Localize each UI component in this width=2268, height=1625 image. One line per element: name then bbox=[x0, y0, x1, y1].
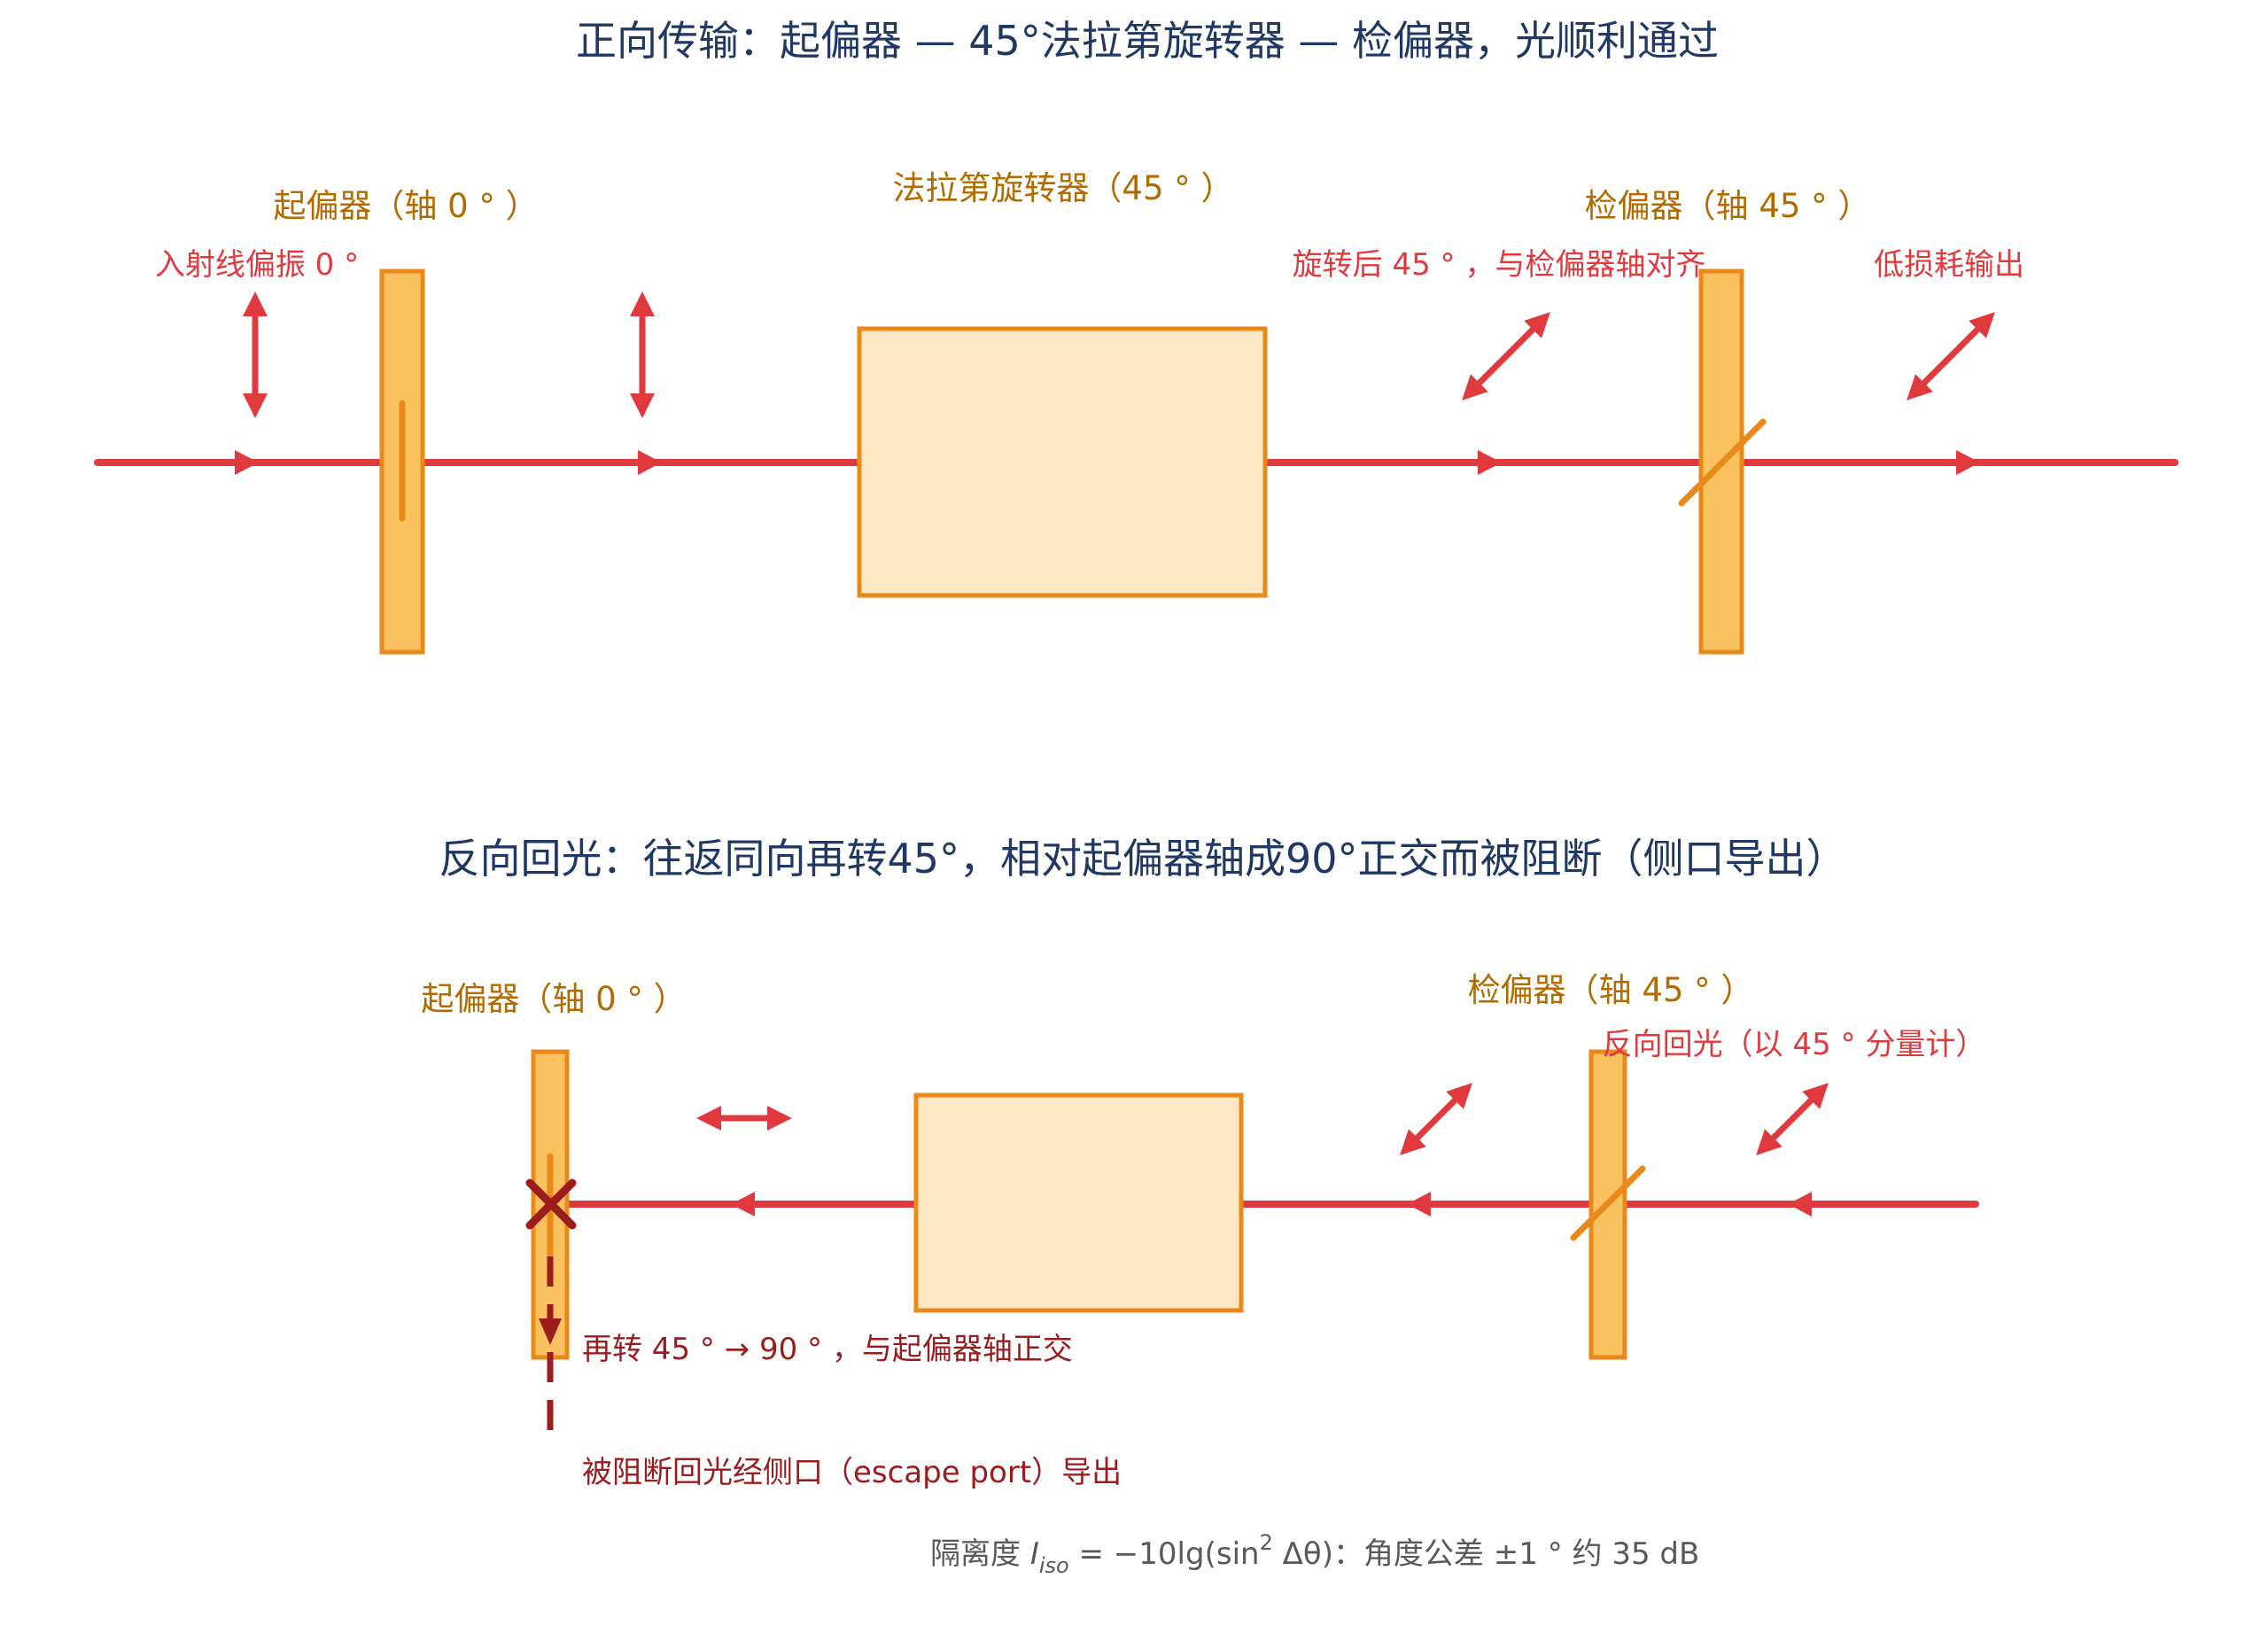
faraday-rotator-label: 法拉第旋转器（45 ° ） bbox=[892, 169, 1233, 207]
backward-title: 反向回光：往返同向再转45°，相对起偏器轴成90°正交而被阻断（侧口导出） bbox=[439, 835, 1846, 882]
rotated-polarization-note: 旋转后 45 ° ，与检偏器轴对齐 bbox=[1293, 247, 1706, 283]
rotate-orthogonal-note: 再转 45 ° → 90 ° ，与起偏器轴正交 bbox=[582, 1332, 1073, 1367]
escape-arrow bbox=[539, 1318, 562, 1345]
isolation-formula: 隔离度 Iiso = −10lg(sin2 Δθ)：角度公差 ±1 ° 约 35… bbox=[930, 1530, 1699, 1578]
polarization-arrow-diagonal bbox=[1400, 1083, 1472, 1155]
incident-polarization-note: 入射线偏振 0 ° bbox=[155, 247, 359, 283]
beam-direction-arrow bbox=[1407, 1192, 1431, 1217]
forward-title: 正向传输：起偏器 — 45°法拉第旋转器 — 检偏器，光顺利通过 bbox=[576, 17, 1719, 65]
escape-port-note: 被阻断回光经侧口（escape port）导出 bbox=[582, 1455, 1122, 1490]
beam-direction-arrow bbox=[731, 1192, 755, 1217]
beam-direction-arrow bbox=[1788, 1192, 1812, 1217]
beam-direction-arrow bbox=[1478, 450, 1502, 475]
analyzer-axis-mark bbox=[1570, 1165, 1646, 1241]
blocked-cross-icon bbox=[525, 1178, 577, 1230]
back-reflection-note: 反向回光（以 45 ° 分量计） bbox=[1603, 1027, 1986, 1062]
backward-analyzer-label: 检偏器（轴 45 ° ） bbox=[1468, 971, 1754, 1009]
forward-polarizer-label: 起偏器（轴 0 ° ） bbox=[273, 187, 538, 225]
faraday-rotator bbox=[857, 326, 1268, 598]
analyzer-axis-mark bbox=[1678, 418, 1767, 507]
polarization-arrow-diagonal bbox=[1462, 312, 1550, 400]
polarization-arrow-diagonal bbox=[1907, 312, 1995, 400]
beam-direction-arrow bbox=[235, 450, 259, 475]
backward-faraday-rotator bbox=[913, 1092, 1244, 1313]
backward-analyzer bbox=[1588, 1049, 1627, 1360]
beam-direction-arrow bbox=[1956, 450, 1980, 475]
beam-direction-arrow bbox=[638, 450, 662, 475]
polarization-arrow-diagonal bbox=[1756, 1083, 1829, 1155]
backward-polarizer-label: 起偏器（轴 0 ° ） bbox=[421, 980, 686, 1018]
output-note: 低损耗输出 bbox=[1874, 247, 2024, 283]
forward-analyzer-label: 检偏器（轴 45 ° ） bbox=[1585, 187, 1871, 225]
